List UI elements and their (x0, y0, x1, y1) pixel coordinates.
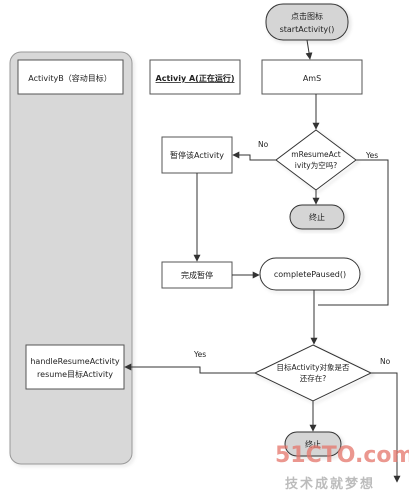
edge-start-ams (305, 39, 313, 60)
activity-a-header (149, 59, 241, 95)
decision-resume-null (275, 129, 357, 191)
activity-b-header (17, 59, 124, 95)
edge-label-no-2: No (380, 357, 391, 366)
watermark-slogan: 技术成就梦想 (285, 476, 375, 492)
decision-target-line1: 目标Activity对象是否 (276, 362, 350, 372)
activity-a-title: Activiy A(正在运行) (156, 73, 235, 83)
edge-decision-no-pause (232, 151, 276, 161)
ams-label: AmS (303, 74, 321, 83)
terminate-1 (289, 204, 345, 230)
terminate-1-label: 终止 (309, 212, 325, 222)
watermark-brand: 51CTO.com (275, 443, 409, 468)
decision-target-line2: 还存在? (300, 373, 326, 383)
edge-label-no-1: No (258, 140, 269, 149)
decision-resume-line2: ivity为空吗? (295, 160, 337, 170)
complete-pause-label: 完成暂停 (181, 270, 213, 280)
handle-resume-line2: resume目标Activity (37, 369, 113, 379)
start-terminal (265, 3, 349, 41)
handle-resume-box (25, 344, 125, 390)
edge-target-no (371, 372, 401, 483)
complete-paused-label: completePaused() (274, 270, 346, 279)
terminate-2 (284, 431, 342, 457)
decision-target-exists (253, 344, 373, 402)
complete-paused-node (259, 257, 361, 291)
activity-b-lane (9, 51, 133, 465)
start-line2: startActivity() (280, 25, 335, 34)
edge-target-yes-handle (124, 363, 255, 374)
decision-resume-line1: mResumeAct (291, 150, 340, 159)
ams-box (261, 59, 363, 95)
edge-label-yes-2: Yes (193, 350, 206, 359)
complete-pause-box (161, 261, 233, 289)
edge-decision-yes-bypass (318, 159, 389, 306)
edge-label-yes-1: Yes (365, 151, 378, 160)
handle-resume-line1: handleResumeActivity (30, 357, 120, 366)
terminate-2-label: 终止 (305, 439, 321, 449)
pause-activity-label: 暂停该Activity (170, 150, 224, 160)
start-line1: 点击图标 (291, 11, 323, 21)
pause-activity-box (161, 136, 233, 174)
activity-b-title: ActivityB（容动目标） (28, 73, 111, 83)
